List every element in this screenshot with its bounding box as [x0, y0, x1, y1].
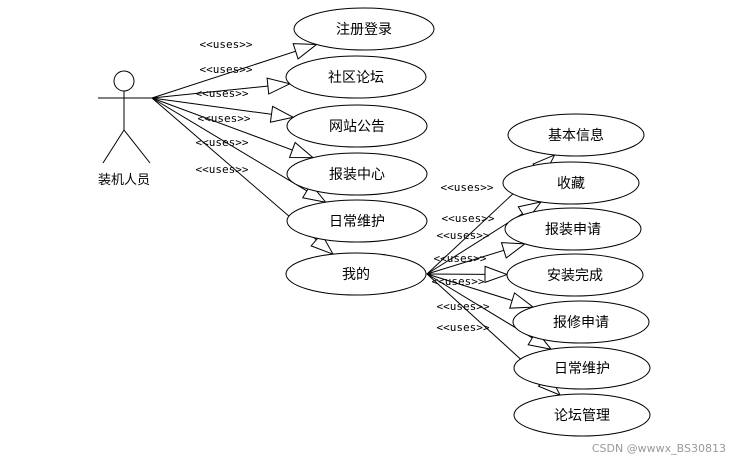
- use-case-primary-5[interactable]: 我的: [285, 252, 427, 296]
- use-case-mine-5-label: 日常维护: [554, 361, 610, 377]
- use-case-primary-4[interactable]: 日常维护: [286, 199, 428, 243]
- primary-uses-label-3: <<uses>>: [198, 112, 251, 125]
- use-case-primary-3[interactable]: 报装中心: [286, 152, 428, 196]
- primary-arrowhead-5: [310, 232, 335, 256]
- use-case-mine-2[interactable]: 报装申请: [504, 207, 642, 251]
- mine-uses-label-1: <<uses>>: [442, 212, 495, 225]
- use-case-primary-1[interactable]: 社区论坛: [285, 55, 427, 99]
- mine-uses-label-2: <<uses>>: [437, 229, 490, 242]
- primary-line-0: [151, 43, 317, 99]
- primary-uses-label-2: <<uses>>: [196, 87, 249, 100]
- mine-arrowhead-3: [484, 265, 509, 284]
- primary-arrowhead-3: [288, 141, 315, 159]
- primary-line-2: [151, 97, 294, 118]
- actor-head: [113, 70, 135, 92]
- use-case-mine-2-ellipse: [504, 207, 642, 251]
- mine-arrowhead-2: [500, 242, 527, 259]
- mine-uses-label-0: <<uses>>: [441, 181, 494, 194]
- mine-line-5: [426, 273, 552, 350]
- use-case-primary-0[interactable]: 注册登录: [293, 7, 435, 51]
- primary-uses-label-0: <<uses>>: [200, 38, 253, 51]
- use-case-primary-1-label: 社区论坛: [328, 70, 384, 86]
- use-case-mine-5[interactable]: 日常维护: [513, 346, 651, 390]
- use-case-primary-4-label: 日常维护: [329, 214, 385, 230]
- use-case-mine-3-label: 安装完成: [547, 268, 603, 284]
- actor: [98, 70, 152, 164]
- edges-primary: <<uses>> <<uses>> <<uses>> <<uses>> <<uses>>…: [151, 38, 335, 256]
- use-case-primary-0-ellipse: [293, 7, 435, 51]
- use-case-primary-2-label: 网站公告: [329, 119, 385, 135]
- actor-name: 装机人员: [98, 173, 150, 188]
- actor-leg-right: [123, 129, 151, 164]
- use-case-mine-3-ellipse: [506, 253, 644, 297]
- primary-arrowhead-0: [292, 43, 318, 60]
- use-case-primary-3-ellipse: [286, 152, 428, 196]
- use-case-primary-1-ellipse: [285, 55, 427, 99]
- watermark: CSDN @wwwx_BS30813: [591, 442, 726, 455]
- use-case-mine-1-label: 收藏: [557, 176, 585, 192]
- primary-uses-label-4: <<uses>>: [196, 136, 249, 149]
- use-case-mine-6-label: 论坛管理: [554, 408, 610, 424]
- use-case-mine-0-ellipse: [507, 113, 645, 157]
- use-case-mine-4-label: 报修申请: [553, 315, 609, 331]
- primary-arrowhead-1: [266, 77, 292, 95]
- use-case-mine-0-label: 基本信息: [548, 127, 604, 144]
- use-case-mine-3[interactable]: 安装完成: [506, 253, 644, 297]
- edges-mine: <<uses>> <<uses>> <<uses>> <<uses>> <<uses>>…: [426, 153, 562, 397]
- mine-arrowhead-4: [509, 292, 535, 309]
- use-case-mine-0[interactable]: 基本信息: [507, 113, 645, 157]
- primary-line-3: [151, 97, 314, 159]
- primary-uses-label-1: <<uses>>: [200, 63, 253, 76]
- use-case-mine-1-ellipse: [502, 161, 640, 205]
- mine-uses-label-6: <<uses>>: [437, 321, 490, 334]
- actor-leg-left: [102, 129, 125, 164]
- use-case-mine-4[interactable]: 报修申请: [512, 300, 650, 344]
- use-case-primary-0-label: 注册登录: [336, 22, 392, 38]
- mine-line-1: [426, 201, 542, 275]
- use-case-mine-6-ellipse: [513, 393, 651, 437]
- use-case-mine-1[interactable]: 收藏: [502, 161, 640, 205]
- use-case-mine-4-ellipse: [512, 300, 650, 344]
- mine-uses-label-3: <<uses>>: [434, 252, 487, 265]
- use-case-primary-5-ellipse: [285, 252, 427, 296]
- primary-uses-label-5: <<uses>>: [196, 163, 249, 176]
- use-case-mine-6[interactable]: 论坛管理: [513, 393, 651, 437]
- primary-line-1: [151, 83, 290, 99]
- use-case-primary-3-label: 报装中心: [329, 167, 385, 183]
- use-case-primary-2-ellipse: [286, 104, 428, 148]
- use-case-mine-2-label: 报装申请: [545, 222, 601, 238]
- use-case-primary-4-ellipse: [286, 199, 428, 243]
- primary-arrowhead-2: [269, 105, 295, 123]
- use-case-mine-5-ellipse: [513, 346, 651, 390]
- use-case-primary-5-label: 我的: [342, 267, 370, 283]
- use-case-primary-2[interactable]: 网站公告: [286, 104, 428, 148]
